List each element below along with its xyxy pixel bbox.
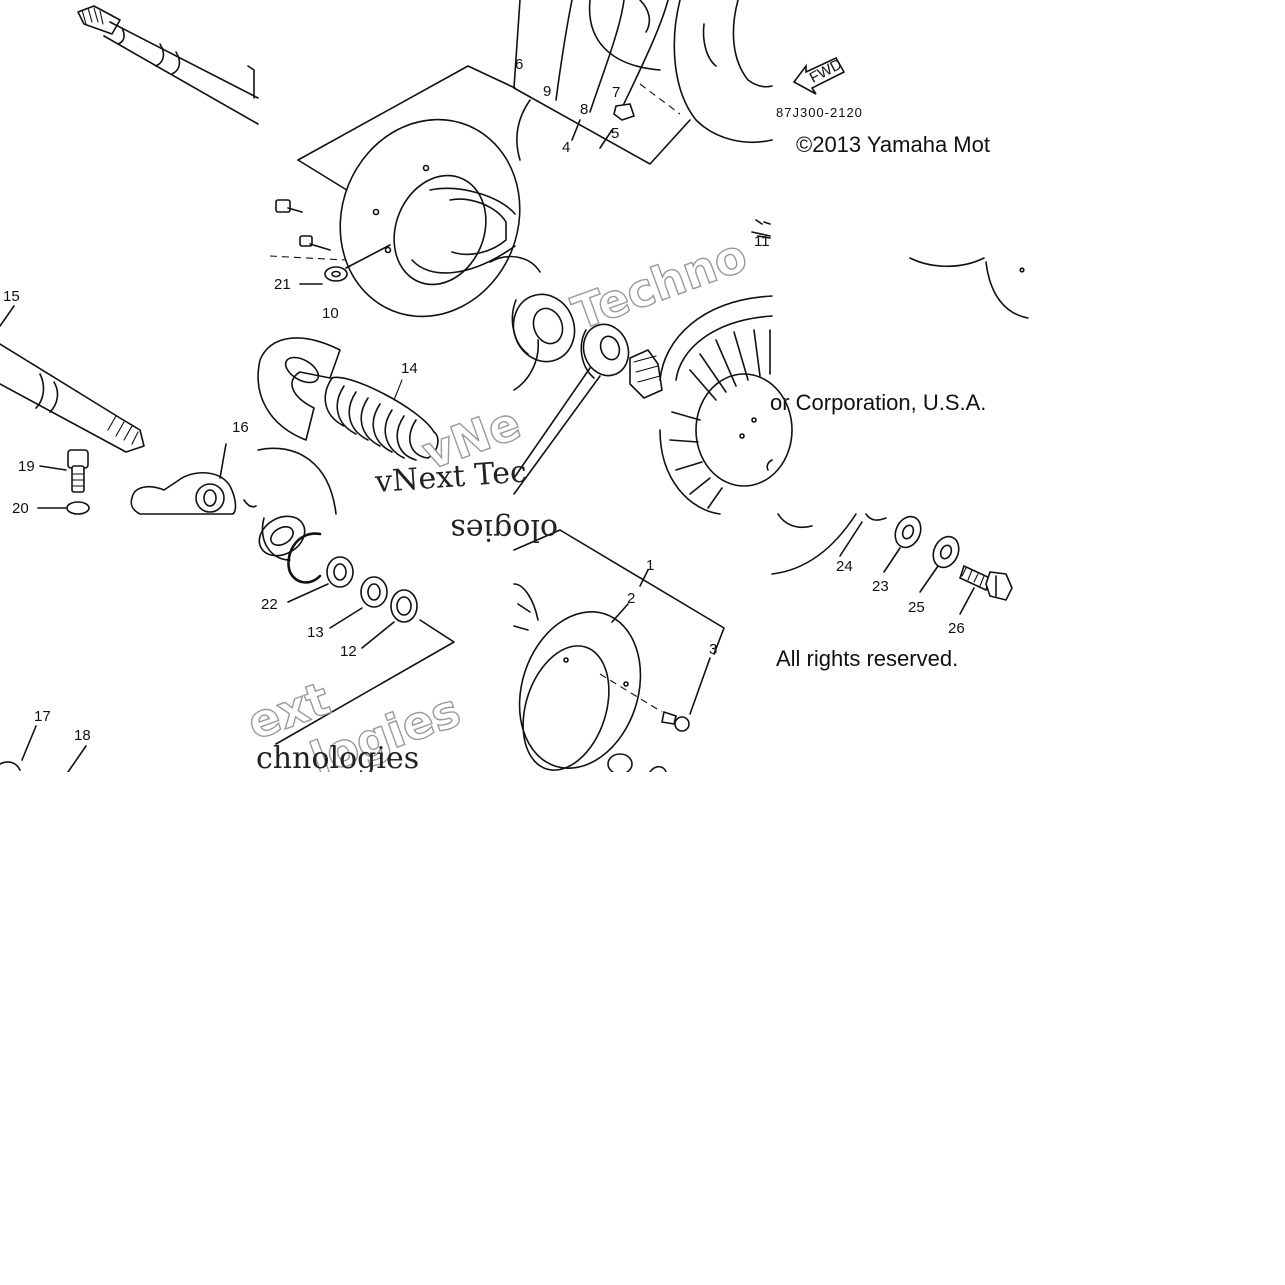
tile-bottom-left (0, 725, 87, 773)
part-number-15: 15 (3, 288, 20, 305)
part-number-21: 21 (274, 276, 291, 293)
arm-16 (130, 443, 257, 515)
bolt-19 (67, 449, 89, 493)
part-number-24: 24 (836, 558, 853, 575)
watermark-serif-fragment: vNext Tec (373, 454, 528, 500)
part-number-14: 14 (401, 360, 418, 377)
part-number-8: 8 (580, 101, 588, 118)
part-number-9: 9 (543, 83, 551, 100)
part-number-11: 11 (754, 233, 770, 250)
drawing-code: 87J300-2120 (776, 105, 863, 120)
copyright-line-3: All rights reserved. (776, 646, 958, 671)
watermark-fragment-f: chnologies (256, 741, 419, 776)
fwd-label: FWD (807, 56, 845, 87)
tile-mid-center (629, 219, 793, 515)
part-number-labels: 1 2 3 4 5 6 7 8 9 10 11 12 13 14 15 16 1… (3, 56, 965, 744)
spring-14 (257, 337, 439, 461)
bolt-26 (959, 564, 1013, 601)
part-number-1: 1 (646, 557, 654, 574)
part-number-2: 2 (627, 590, 635, 607)
tile-bottom-right: All rights reserved. (771, 513, 1013, 671)
part-number-5: 5 (611, 125, 619, 142)
part-number-17: 17 (34, 708, 51, 725)
copyright-line-1: ©2013 Yamaha Mot (796, 132, 990, 157)
part-number-25: 25 (908, 599, 925, 616)
part-number-7: 7 (612, 84, 620, 101)
screw-3 (661, 710, 690, 732)
tile-top-middle-left (257, 65, 521, 515)
fwd-arrow-icon: FWD (792, 56, 846, 95)
part-number-4: 4 (562, 139, 570, 156)
circlip-22 (287, 532, 322, 584)
tile-top-left (77, 5, 259, 125)
part-number-12: 12 (340, 643, 357, 660)
tile-top-middle-right (489, 0, 691, 495)
tile-mid-right: or Corporation, U.S.A. (766, 390, 986, 471)
part-number-10: 10 (322, 305, 339, 322)
watermark-fragments: Techno vNe vNext Tec ologies ext logies … (240, 227, 755, 787)
blank-lower-area (0, 772, 1285, 1285)
part-number-23: 23 (872, 578, 889, 595)
watermark-fragment-c: ologies (450, 512, 558, 547)
part-number-6: 6 (515, 56, 523, 73)
blank-right-area (1030, 0, 1285, 772)
tile-bottom-middle-left (258, 515, 455, 745)
part-number-26: 26 (948, 620, 965, 637)
part-number-22: 22 (261, 596, 278, 613)
copyright-line-2: or Corporation, U.S.A. (770, 390, 986, 415)
tile-bottom-middle-right (513, 529, 725, 775)
part-number-18: 18 (74, 727, 91, 744)
tile-mid-left (0, 305, 257, 515)
part-number-3: 3 (709, 641, 717, 658)
watermark-fragment-a: Techno (565, 228, 753, 341)
part-number-20: 20 (12, 500, 29, 517)
part-number-16: 16 (232, 419, 249, 436)
part-number-13: 13 (307, 624, 324, 641)
tile-top-right: FWD 87J300-2120 ©2013 Yamaha Mot (673, 0, 1029, 319)
part-number-19: 19 (18, 458, 35, 475)
bolt-cluster-21 (269, 199, 391, 285)
